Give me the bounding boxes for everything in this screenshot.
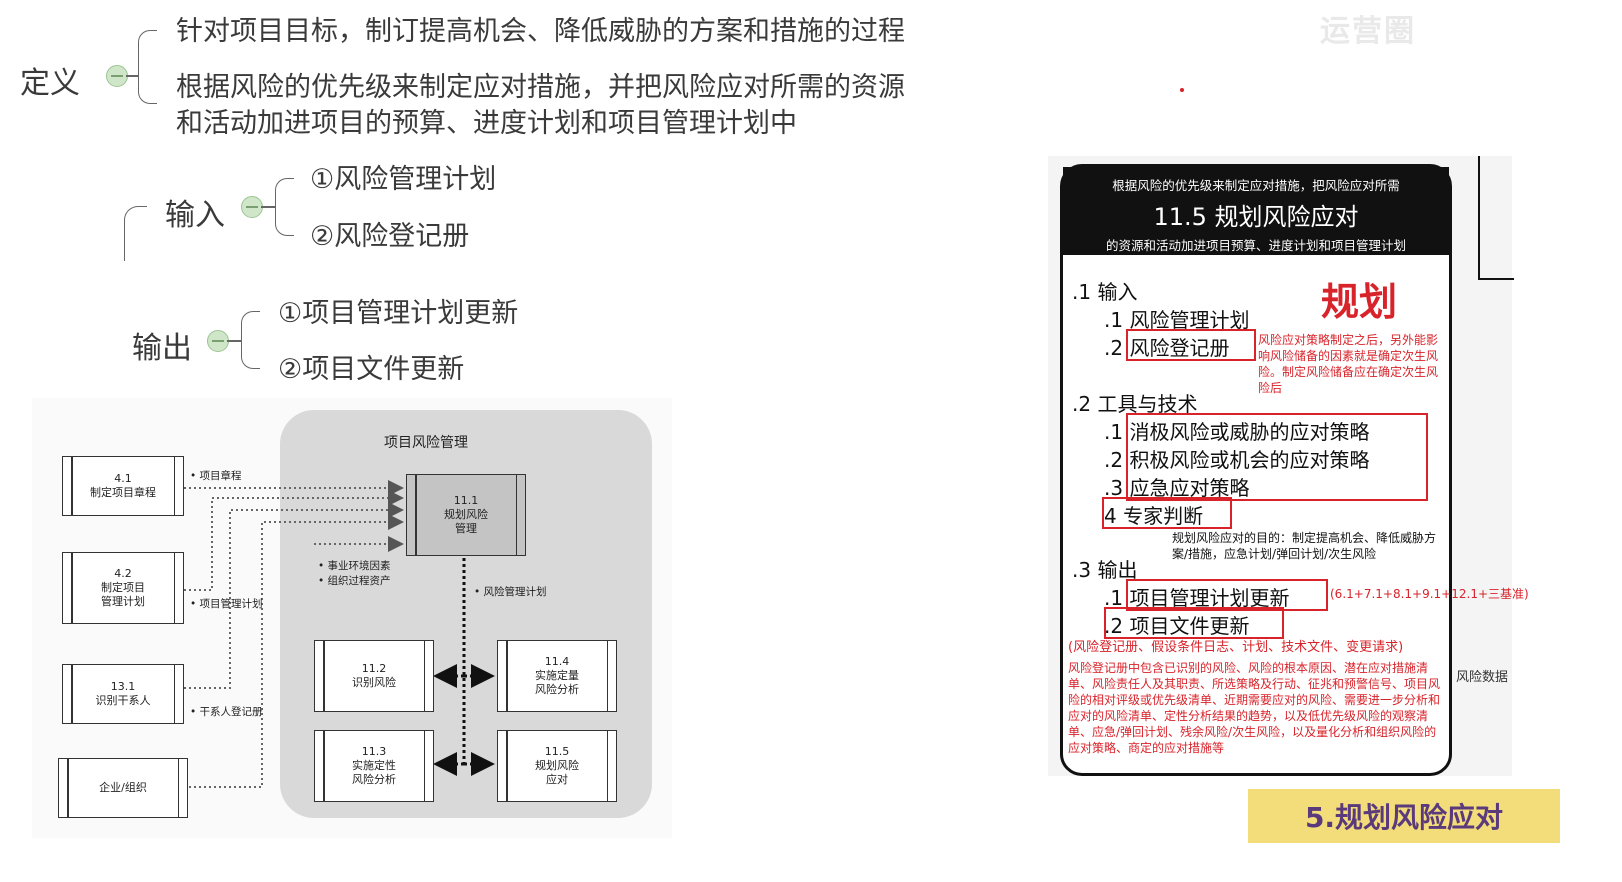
section-badge: 5.规划风险应对 bbox=[1248, 789, 1560, 843]
center-output-label: • 风险管理计划 bbox=[474, 586, 547, 598]
highlight-box bbox=[1126, 579, 1328, 611]
process-num: 11.1 bbox=[453, 494, 479, 507]
process-num: 4.2 bbox=[114, 567, 132, 580]
red-dot bbox=[1180, 88, 1184, 92]
stamp: 规划 bbox=[1321, 280, 1398, 324]
process-name: 规划风险 应对 bbox=[535, 759, 579, 786]
section-input: .1 输入 bbox=[1072, 280, 1138, 304]
definition-item-3[interactable]: 和活动加进项目的预算、进度计划和项目管理计划中 bbox=[176, 108, 797, 139]
arrow-label: • 项目管理计划 bbox=[190, 598, 263, 610]
card-title: 11.5 规划风险应对 bbox=[1153, 203, 1359, 231]
highlight-box bbox=[1126, 413, 1428, 501]
process-num: 11.2 bbox=[361, 662, 387, 675]
process-num: 4.1 bbox=[114, 472, 132, 485]
section-item: 4 专家判断 bbox=[1104, 504, 1204, 528]
highlight-box bbox=[1126, 329, 1256, 361]
section-output: .3 输出 bbox=[1072, 558, 1138, 582]
card-frame: 根据风险的优先级来制定应对措施，把风险应对所需 11.5 规划风险应对 的资源和… bbox=[1060, 164, 1452, 776]
section-item: .3 应急应对策略 bbox=[1104, 476, 1250, 500]
register-note: 风险应对策略制定之后，另外能影响风险储备的因素就是确定次生风险。制定风险储备应在… bbox=[1258, 333, 1439, 395]
summary-card: 风险数据 根据风险的优先级来制定应对措施，把风险应对所需 11.5 规划风险应对… bbox=[1048, 156, 1529, 776]
brace bbox=[241, 311, 260, 369]
center-input-label: • 组织过程资产 bbox=[318, 575, 391, 587]
input-item-1[interactable]: ①风险管理计划 bbox=[310, 164, 497, 195]
definition-item-2[interactable]: 根据风险的优先级来制定应对措施，并把风险应对所需的资源 bbox=[176, 72, 905, 103]
process-name: 实施定量 风险分析 bbox=[535, 669, 579, 696]
side-frame bbox=[1478, 156, 1514, 280]
output-node[interactable]: 输出 bbox=[132, 331, 192, 366]
arrow-label: • 项目章程 bbox=[190, 470, 242, 482]
highlight-box bbox=[1102, 497, 1232, 529]
output-item-2[interactable]: ②项目文件更新 bbox=[278, 354, 465, 385]
process-num: 11.3 bbox=[361, 745, 387, 758]
process-name: 规划风险 管理 bbox=[444, 508, 488, 535]
arrow-label: • 干系人登记册 bbox=[190, 706, 263, 718]
section-item: .2 风险登记册 bbox=[1104, 336, 1230, 360]
process-name: 制定项目 管理计划 bbox=[101, 581, 145, 608]
process-name: 识别风险 bbox=[352, 676, 396, 689]
side-text: 风险数据 bbox=[1456, 670, 1509, 685]
section-item: .1 消极风险或威胁的应对策略 bbox=[1104, 420, 1370, 444]
collapse-toggle-output[interactable] bbox=[207, 330, 229, 352]
input-node[interactable]: 输入 bbox=[165, 198, 225, 233]
process-name: 制定项目章程 bbox=[90, 486, 156, 499]
section-item: .1 风险管理计划 bbox=[1104, 308, 1250, 332]
purpose-note: 规划风险应对的目的：制定提高机会、降低威胁方案/措施，应急计划/弹回计划/次生风… bbox=[1172, 531, 1437, 561]
output-item-1[interactable]: ①项目管理计划更新 bbox=[278, 298, 519, 329]
process-name: 企业/组织 bbox=[99, 781, 147, 794]
process-num: 11.4 bbox=[544, 655, 570, 668]
collapse-toggle-input[interactable] bbox=[241, 196, 263, 218]
group-title: 项目风险管理 bbox=[384, 435, 468, 451]
highlight-box bbox=[1104, 607, 1284, 639]
definition-node[interactable]: 定义 bbox=[20, 66, 80, 101]
collapse-toggle-definition[interactable] bbox=[106, 65, 128, 87]
process-num: 13.1 bbox=[110, 680, 136, 693]
section-tools: .2 工具与技术 bbox=[1072, 392, 1198, 416]
connector bbox=[227, 340, 241, 342]
section-item: .2 积极风险或机会的应对策略 bbox=[1104, 448, 1370, 472]
brace bbox=[138, 30, 157, 104]
connector bbox=[261, 206, 275, 208]
docs-note-body: 风险登记册中包含已识别的风险、风险的根本原因、潜在应对措施清单、风险责任人及其职… bbox=[1068, 661, 1441, 755]
brace bbox=[275, 178, 294, 236]
watermark: 运营圈 bbox=[1320, 14, 1416, 49]
header-bottom: 的资源和活动加进项目预算、进度计划和项目管理计划 bbox=[1105, 238, 1406, 253]
section-item: .2 项目文件更新 bbox=[1104, 614, 1250, 638]
enterprise-box[interactable]: 企业/组织 bbox=[58, 758, 188, 818]
header-top: 根据风险的优先级来制定应对措施，把风险应对所需 bbox=[1112, 178, 1400, 193]
docs-note-title: (风险登记册、假设条件日志、计划、技术文件、变更请求) bbox=[1068, 640, 1404, 655]
flow-connectors bbox=[184, 410, 652, 818]
section-item: .1 项目管理计划更新 bbox=[1104, 586, 1290, 610]
process-name: 识别干系人 bbox=[95, 694, 151, 707]
input-item-2[interactable]: ②风险登记册 bbox=[310, 221, 470, 252]
card-header: 根据风险的优先级来制定应对措施，把风险应对所需 11.5 规划风险应对 的资源和… bbox=[1063, 167, 1449, 255]
center-input-label: • 事业环境因素 bbox=[318, 560, 391, 572]
plan-update-note: (6.1+7.1+8.1+9.1+12.1+三基准) bbox=[1330, 587, 1529, 601]
process-name: 实施定性 风险分析 bbox=[352, 759, 396, 786]
brace bbox=[124, 206, 147, 261]
connector bbox=[126, 75, 138, 77]
definition-item-1[interactable]: 针对项目目标，制订提高机会、降低威胁的方案和措施的过程 bbox=[176, 16, 905, 47]
process-num: 11.5 bbox=[544, 745, 570, 758]
